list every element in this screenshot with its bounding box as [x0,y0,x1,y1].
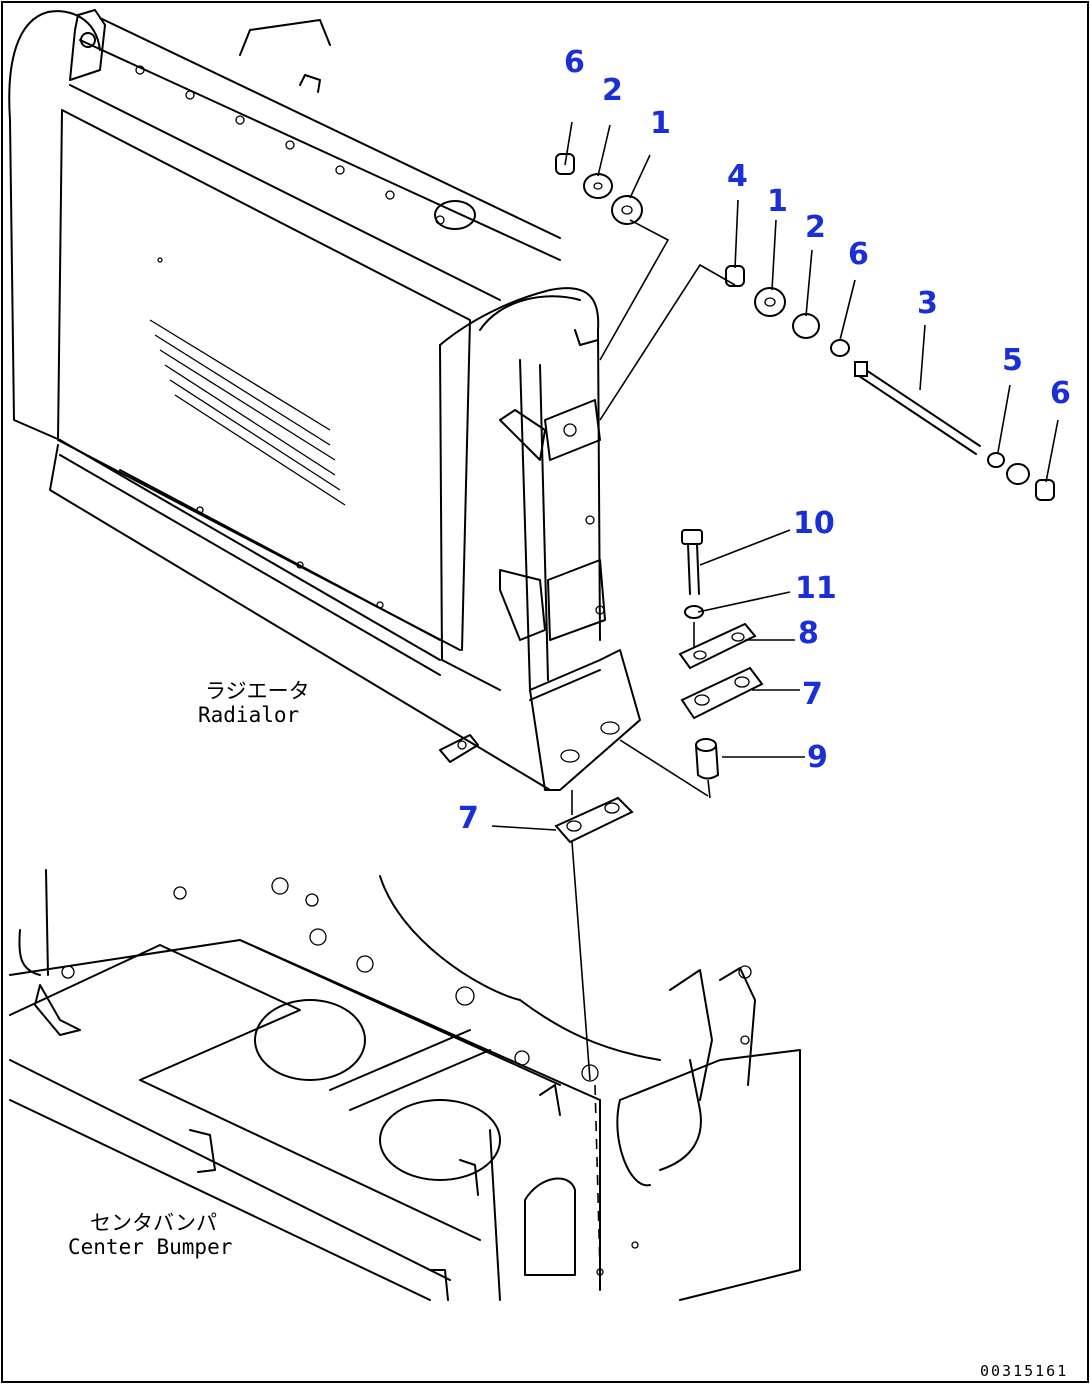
radiator-drawing [8,9,641,791]
hardware-lower-mount [554,529,764,844]
drawing-code: 00315161 [980,1362,1068,1380]
callout-9: 9 [807,740,828,775]
callout-8: 8 [798,616,819,651]
label-radiator-en: Radialor [198,703,299,727]
callout-7-lower: 7 [458,801,479,836]
callout-10: 10 [793,506,835,541]
hardware-bolt-stack [725,265,1055,501]
callout-11: 11 [795,571,837,606]
callout-4: 4 [727,159,748,194]
hardware-upper-left-stack [555,153,643,225]
center-bumper-drawing [9,869,801,1301]
callout-2-top: 2 [602,73,623,108]
callout-2-right: 2 [805,210,826,245]
callout-7-upper: 7 [802,677,823,712]
callout-1-top: 1 [650,106,671,141]
callout-6-washer-top: 6 [564,45,585,80]
callout-6-far-right: 6 [1050,376,1071,411]
callout-3: 3 [917,286,938,321]
callout-6-right: 6 [848,237,869,272]
label-bumper-en: Center Bumper [68,1235,232,1259]
callout-1-right: 1 [767,184,788,219]
label-radiator-jp: ラジエータ [205,679,310,703]
label-bumper-jp: センタバンパ [90,1211,217,1235]
callout-5: 5 [1002,343,1023,378]
